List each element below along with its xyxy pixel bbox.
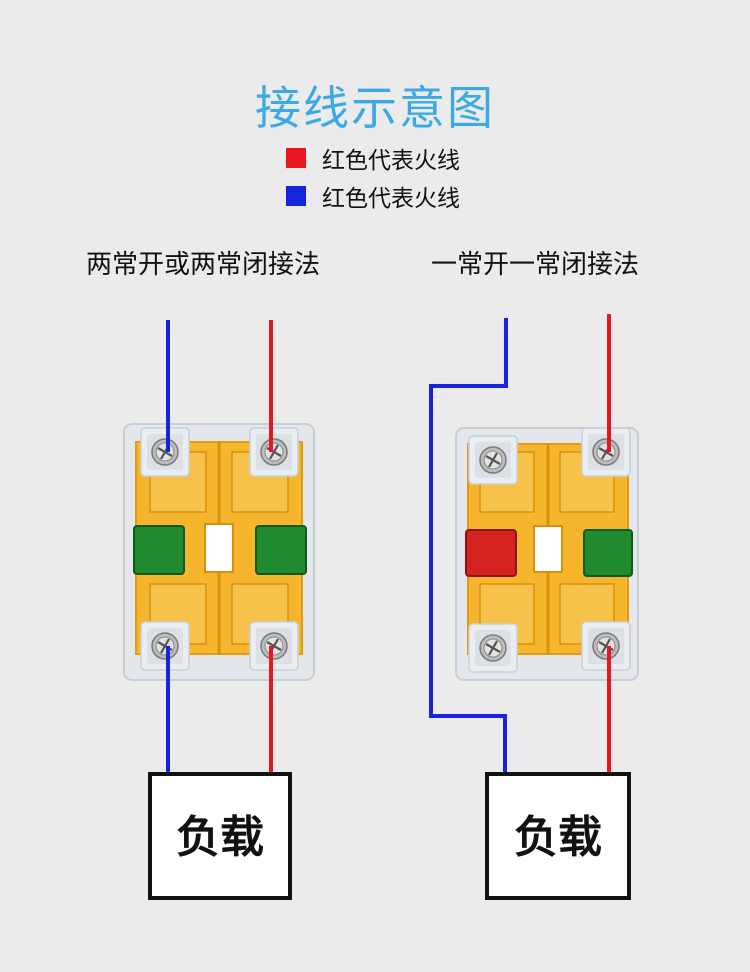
right-terminal-bottom-left	[469, 624, 517, 672]
right-green-contact	[583, 529, 633, 577]
right-section-title: 一常开一常闭接法	[431, 250, 640, 280]
left-green-contact-2	[255, 525, 307, 575]
left-terminal-bottom-right	[250, 622, 298, 670]
left-center-window	[204, 523, 234, 573]
right-blue-wire	[429, 318, 508, 774]
right-contact-block	[455, 427, 639, 681]
legend-label-blue: 红色代表火线	[322, 186, 460, 212]
right-load-box	[485, 772, 631, 900]
blue-swatch	[286, 186, 306, 206]
left-contact-block	[123, 423, 315, 681]
right-red-contact	[465, 529, 517, 577]
left-load-box	[148, 772, 292, 900]
red-swatch	[286, 148, 306, 168]
left-section-title: 两常开或两常闭接法	[86, 250, 321, 280]
right-terminal-bottom-right	[582, 622, 630, 670]
right-terminal-top-left	[469, 436, 517, 484]
left-terminal-top-left	[141, 428, 189, 476]
left-load-label: 负载	[176, 812, 264, 863]
left-green-contact-1	[133, 525, 185, 575]
left-terminal-top-right	[250, 428, 298, 476]
right-center-window	[533, 525, 563, 573]
right-load-label: 负载	[514, 812, 602, 863]
diagram-title: 接线示意图	[255, 81, 495, 135]
left-terminal-bottom-left	[141, 622, 189, 670]
legend-label-red: 红色代表火线	[322, 148, 460, 174]
right-terminal-top-right	[582, 428, 630, 476]
legend-item-red: 红色代表火线	[286, 143, 460, 174]
legend-item-blue: 红色代表火线	[286, 181, 460, 212]
